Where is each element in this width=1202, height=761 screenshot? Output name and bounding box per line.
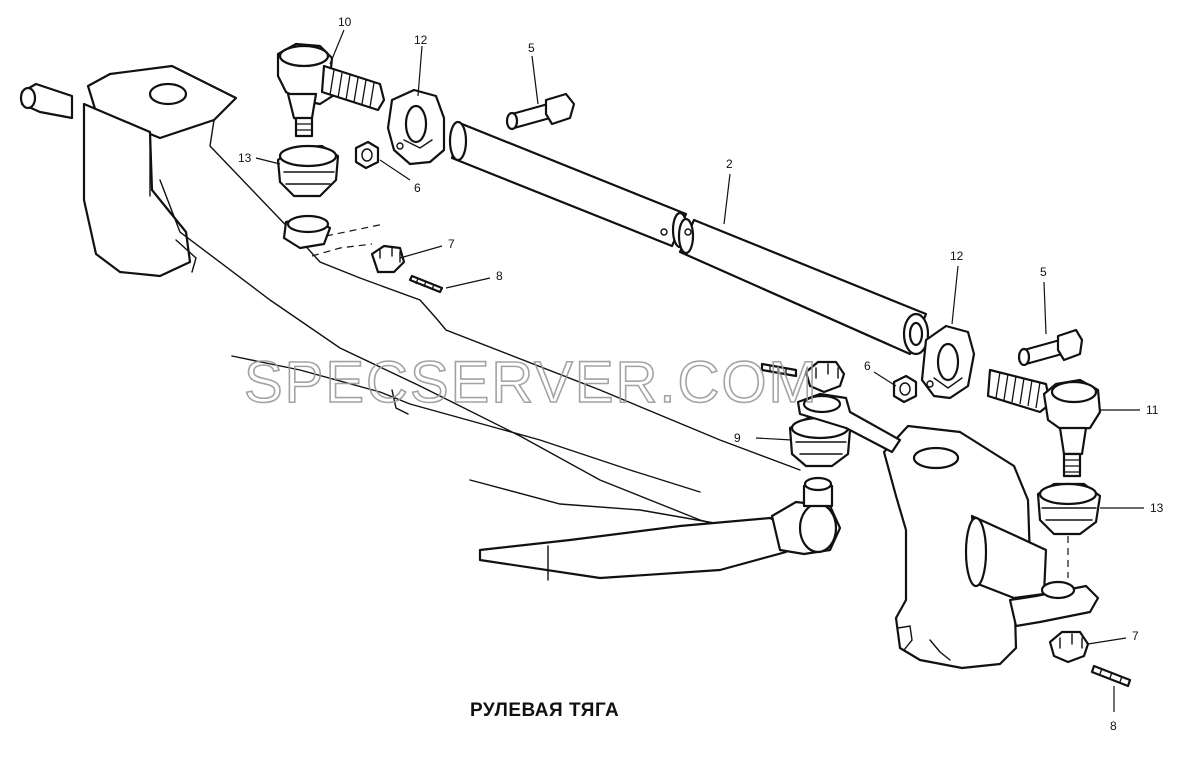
right-tie-rod-end <box>986 368 1102 478</box>
leader-lines <box>255 29 1144 712</box>
middle-cotter-pin <box>760 362 798 378</box>
callout-6-top: 6 <box>414 181 421 195</box>
left-clamp-nut <box>354 140 380 170</box>
callout-12-right: 12 <box>950 249 964 263</box>
right-clamp-nut <box>892 374 918 404</box>
callout-6-mid: 6 <box>864 359 871 373</box>
left-tie-rod-end <box>276 42 386 138</box>
left-clamp <box>386 88 446 166</box>
tie-rod-tube <box>448 120 930 356</box>
callout-7-bottom: 7 <box>1132 629 1139 643</box>
drag-link-arm-eye <box>796 392 902 454</box>
callout-8-top: 8 <box>496 269 503 283</box>
callout-11: 11 <box>1146 403 1159 417</box>
front-axle-beam <box>19 64 821 553</box>
callout-13-left: 13 <box>238 151 252 165</box>
callout-labels: 10 12 5 13 6 2 7 8 12 5 6 11 9 13 7 8 <box>238 15 1164 733</box>
right-cotter-pin <box>1090 664 1132 688</box>
diagram-caption: РУЛЕВАЯ ТЯГА <box>470 700 619 721</box>
left-cotter-pin <box>408 274 444 294</box>
middle-castle-nut <box>804 360 846 394</box>
callout-5-top: 5 <box>528 41 535 55</box>
watermark-text: SPECSERVER.COM <box>244 350 819 415</box>
left-dust-boot <box>276 144 340 198</box>
callout-10: 10 <box>338 15 352 29</box>
drag-link <box>478 476 842 581</box>
callout-13-right: 13 <box>1150 501 1164 515</box>
callout-8-bottom: 8 <box>1110 719 1117 733</box>
left-clamp-bolt <box>505 92 576 131</box>
callout-7-top: 7 <box>448 237 455 251</box>
callout-12-top: 12 <box>414 33 428 47</box>
right-steering-knuckle <box>882 424 1100 670</box>
left-steering-arm <box>282 214 385 257</box>
right-clamp-bolt <box>1017 328 1084 367</box>
right-dust-boot <box>1036 482 1102 578</box>
callout-5-right: 5 <box>1040 265 1047 279</box>
right-clamp <box>920 324 976 400</box>
left-castle-nut <box>370 244 406 274</box>
right-castle-nut <box>1048 630 1090 664</box>
callout-9: 9 <box>734 431 741 445</box>
callout-2: 2 <box>726 157 733 171</box>
